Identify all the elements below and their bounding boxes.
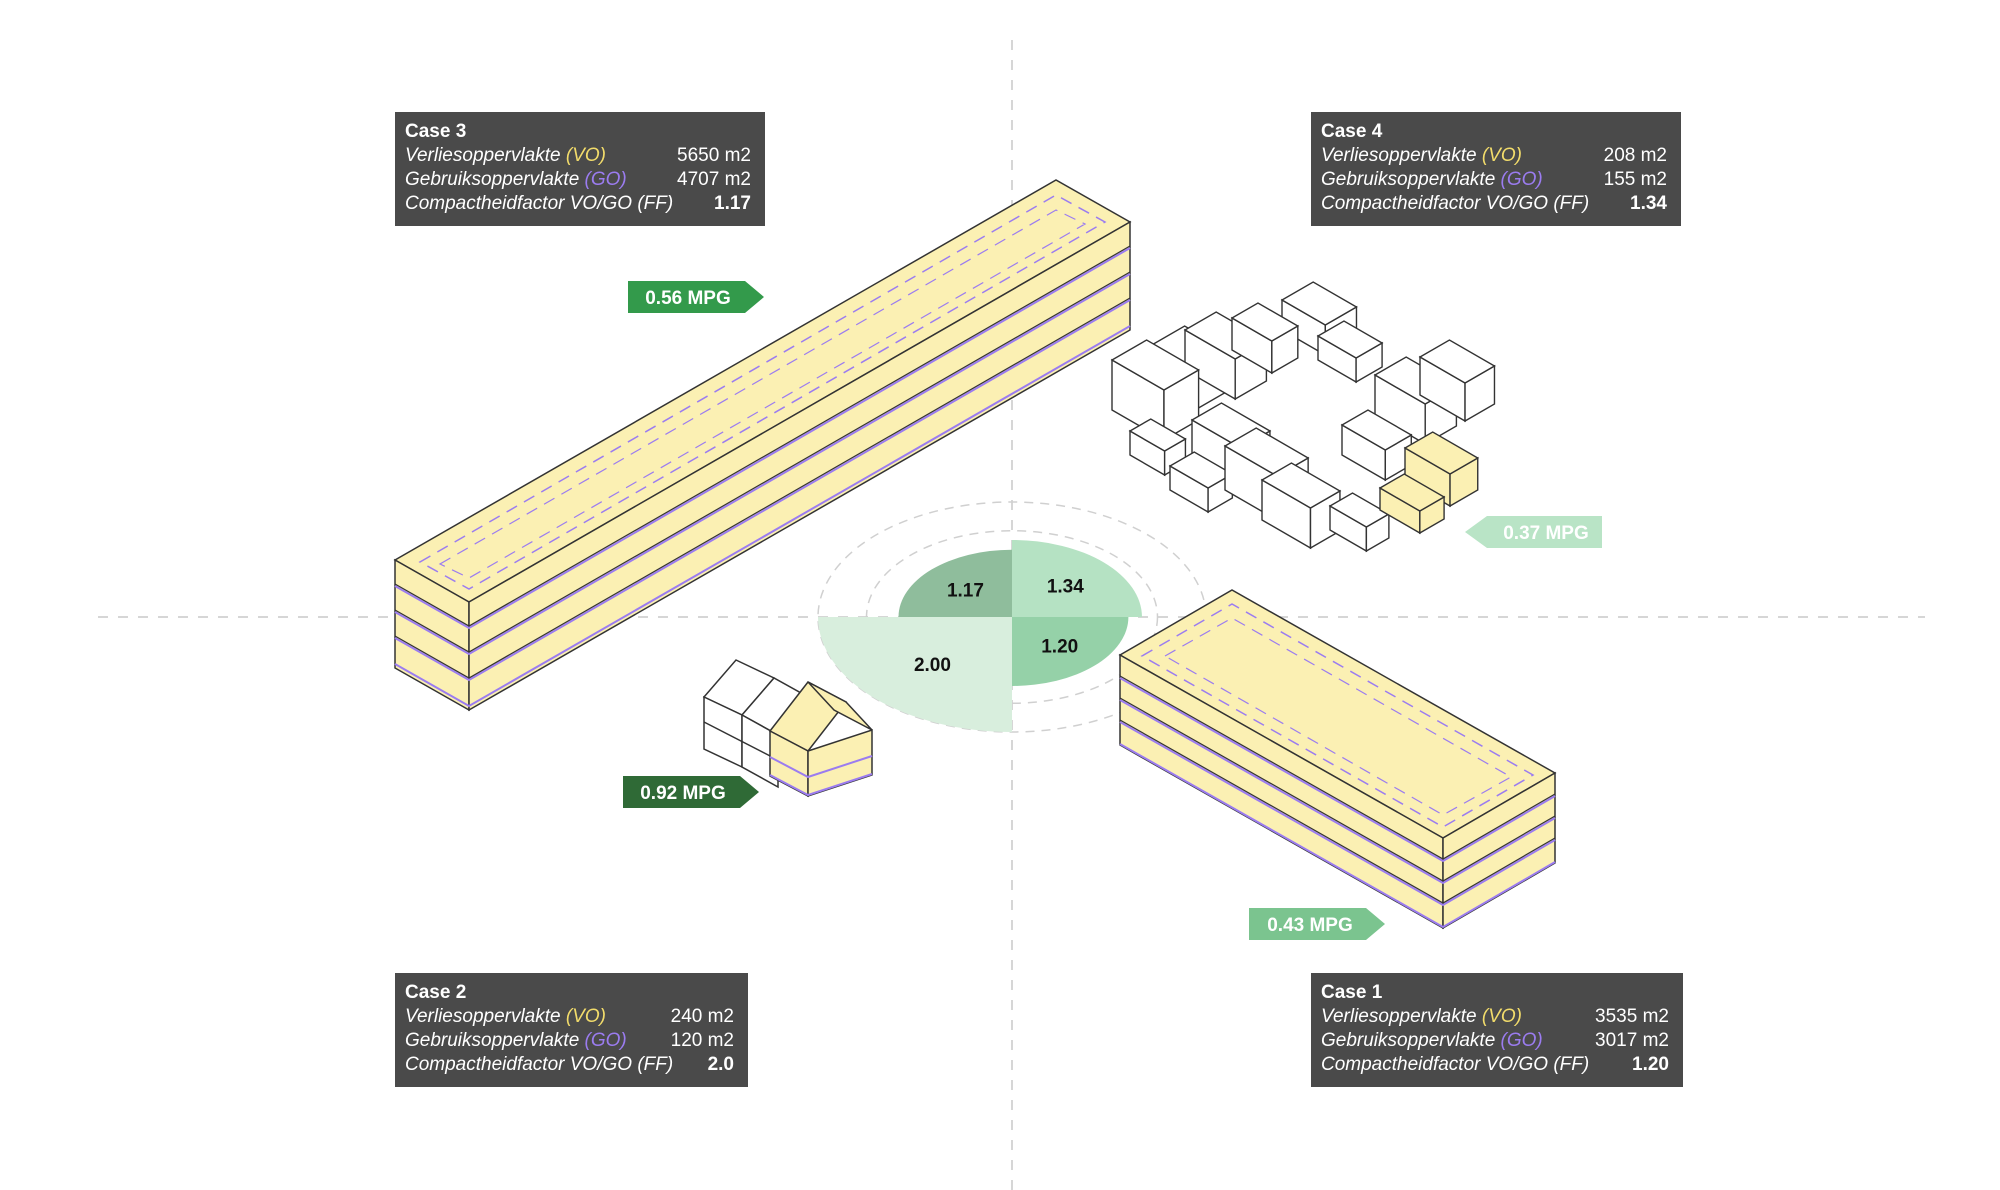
cluster-face [1110,339,1200,391]
case4-vo-row: Verliesoppervlakte (VO) 208 m2 [1321,144,1667,168]
case2-ff-value: 2.0 [707,1054,734,1075]
case1-vo-abbr: (VO) [1481,1006,1522,1027]
case1-ff-row: Compactheidfactor VO/GO (FF) 1.20 [1321,1053,1669,1077]
case2-ff-row: Compactheidfactor VO/GO (FF) 2.0 [405,1053,734,1077]
case3-ff-value: 1.17 [714,193,751,214]
case4-ff-row: Compactheidfactor VO/GO (FF) 1.34 [1321,192,1667,216]
mpg-case1-tag: 0.43 MPG [1249,908,1385,940]
case3-vo-row: Verliesoppervlakte (VO) 5650 m2 [405,144,751,168]
case1-go-label: Gebruiksoppervlakte [1321,1030,1496,1051]
case2-info-box: Case 2 Verliesoppervlakte (VO) 240 m2 Ge… [395,973,748,1087]
mpg-case1-text: 0.43 MPG [1267,915,1353,936]
case3-ff-row: Compactheidfactor VO/GO (FF) 1.17 [405,192,751,216]
case3-info-box: Case 3 Verliesoppervlakte (VO) 5650 m2 G… [395,112,765,226]
cluster-face [1128,418,1187,452]
case2-go-row: Gebruiksoppervlakte (GO) 120 m2 [405,1029,734,1053]
case2-ff-label: Compactheidfactor VO/GO (FF) [405,1054,674,1075]
case3-ff-label: Compactheidfactor VO/GO (FF) [405,193,674,214]
mpg-case4-text: 0.37 MPG [1503,523,1589,544]
cluster-face [1223,427,1310,477]
wedge-value-label: 1.17 [947,580,984,601]
case3-go-value: 4707 m2 [677,169,751,190]
case4-go-value: 155 m2 [1603,169,1667,190]
case3-vo-abbr: (VO) [565,145,606,166]
wedge-value-label: 2.00 [914,655,951,676]
cluster-face [1316,320,1384,359]
cluster-face [1230,302,1300,342]
case3-title: Case 3 [405,121,467,142]
case2-title: Case 2 [405,982,467,1003]
case4-go-abbr: (GO) [1500,169,1543,190]
case1-title: Case 1 [1321,982,1383,1003]
mpg-case2-tag: 0.92 MPG [623,776,759,808]
case4-go-row: Gebruiksoppervlakte (GO) 155 m2 [1321,168,1667,192]
case2-vo-abbr: (VO) [565,1006,606,1027]
radial-chart: 1.34 1.20 2.00 1.17 [818,539,1142,732]
case4-cluster [1110,281,1496,553]
case3-go-abbr: (GO) [584,169,627,190]
case1-go-abbr: (GO) [1500,1030,1543,1051]
wedge-value-label: 1.34 [1047,576,1084,597]
case4-go-label: Gebruiksoppervlakte [1321,169,1496,190]
case3-go-row: Gebruiksoppervlakte (GO) 4707 m2 [405,168,751,192]
cluster-face [1378,473,1446,512]
case4-vo-value: 208 m2 [1603,145,1667,166]
case1-ff-label: Compactheidfactor VO/GO (FF) [1321,1054,1590,1075]
case2-houses [702,659,873,798]
case3-building [393,179,1132,712]
case2-vo-value: 240 m2 [670,1006,734,1027]
case2-go-abbr: (GO) [584,1030,627,1051]
cluster-face [1340,409,1413,451]
case4-ff-label: Compactheidfactor VO/GO (FF) [1321,193,1590,214]
wedge-case3 [898,549,1012,617]
wedge-value-label: 1.20 [1041,636,1078,657]
case3-vo-label: Verliesoppervlakte [405,145,561,166]
case4-vo-abbr: (VO) [1481,145,1522,166]
case1-go-row: Gebruiksoppervlakte (GO) 3017 m2 [1321,1029,1669,1053]
case3-vo-value: 5650 m2 [677,145,751,166]
case1-vo-row: Verliesoppervlakte (VO) 3535 m2 [1321,1005,1669,1029]
case4-info-box: Case 4 Verliesoppervlakte (VO) 208 m2 Ge… [1311,112,1681,226]
case2-vo-label: Verliesoppervlakte [405,1006,561,1027]
cluster-face [1280,281,1358,326]
case2-go-label: Gebruiksoppervlakte [405,1030,580,1051]
case4-title: Case 4 [1321,121,1383,142]
cluster-face [1403,431,1480,475]
case1-building [1118,589,1557,930]
cluster-face [1418,339,1496,384]
case1-ff-value: 1.20 [1632,1054,1669,1075]
case2-go-value: 120 m2 [670,1030,734,1051]
wedge-case1 [1012,617,1129,686]
case1-vo-value: 3535 m2 [1595,1006,1669,1027]
case4-ff-value: 1.34 [1630,193,1667,214]
case1-go-value: 3017 m2 [1595,1030,1669,1051]
case2-vo-row: Verliesoppervlakte (VO) 240 m2 [405,1005,734,1029]
mpg-case3-tag: 0.56 MPG [628,281,764,313]
case1-vo-label: Verliesoppervlakte [1321,1006,1477,1027]
wedge-case2 [818,617,1012,732]
mpg-case4-tag: 0.37 MPG [1465,516,1602,548]
cluster-face [1260,462,1342,509]
case3-go-label: Gebruiksoppervlakte [405,169,580,190]
mpg-case2-text: 0.92 MPG [640,783,726,804]
case4-vo-label: Verliesoppervlakte [1321,145,1477,166]
mpg-case3-text: 0.56 MPG [645,288,731,309]
wedge-case4 [1012,539,1142,617]
case1-info-box: Case 1 Verliesoppervlakte (VO) 3535 m2 G… [1311,973,1683,1087]
